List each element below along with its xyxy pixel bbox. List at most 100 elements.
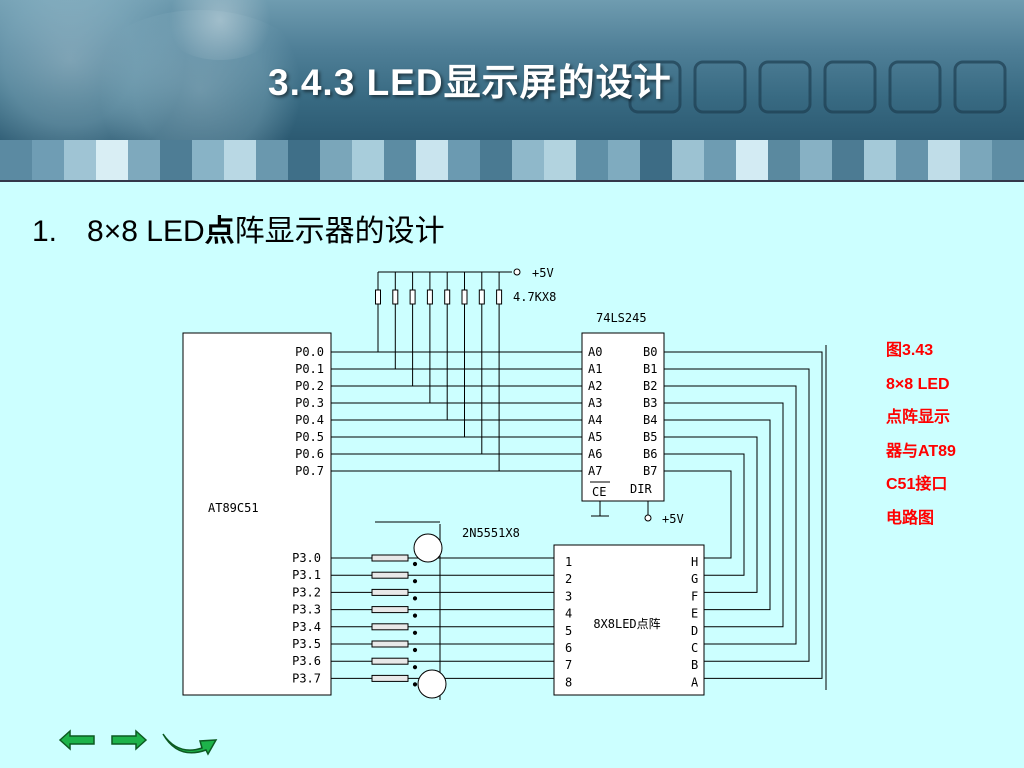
74ls245-pin-label: B5 [643, 430, 657, 444]
at89c51-pin-label: P3.5 [292, 637, 321, 651]
pullup-resistor [375, 289, 381, 305]
header-banner: 3.4.3 LED显示屏的设计 [0, 0, 1024, 140]
return-arrow-icon[interactable] [160, 726, 232, 756]
at89c51-pin-label: P0.6 [295, 447, 324, 461]
transistor-2n5551-icon [417, 669, 447, 699]
caption-line: 8×8 LED [886, 375, 950, 393]
base-resistor [371, 571, 409, 579]
74ls245-pin-label: A0 [588, 345, 602, 359]
right-arrow-icon[interactable] [110, 728, 148, 752]
base-resistor [371, 554, 409, 562]
at89c51-pin-label: P3.6 [292, 654, 321, 668]
at89c51-pin-label: P3.3 [292, 603, 321, 617]
base-resistor [371, 640, 409, 648]
caption-line: 图3.43 [886, 342, 934, 359]
74ls245-pin-label: B1 [643, 362, 657, 376]
header-squares [628, 60, 1007, 114]
base-resistor [371, 606, 409, 614]
at89c51-pin-label: P0.2 [295, 379, 324, 393]
decorative-tile [992, 140, 1024, 180]
led-matrix-row-label: 4 [565, 607, 572, 621]
caption-line: 电路图 [886, 509, 935, 527]
transistor-label: 2N5551X8 [462, 526, 520, 540]
subtitle-text-bold: 点 [204, 215, 235, 248]
led-matrix-row-label: 1 [565, 555, 572, 569]
pullup-resistor [426, 289, 433, 305]
decorative-tile [288, 140, 320, 180]
decorative-tile [160, 140, 192, 180]
junction-dot [412, 596, 418, 601]
pullup-resistor [496, 289, 503, 305]
decorative-tile [512, 140, 544, 180]
junction-dot [412, 682, 418, 687]
base-resistor [371, 623, 409, 631]
decorative-tile [736, 140, 768, 180]
decorative-tile [864, 140, 896, 180]
header-divider [0, 180, 1024, 182]
wires [331, 271, 827, 700]
decorative-tile [480, 140, 512, 180]
led-matrix-row-label: 6 [565, 641, 572, 655]
decorative-tile [960, 140, 992, 180]
column-wire [664, 402, 784, 628]
at89c51-pin-label: P0.1 [295, 362, 324, 376]
74ls245-dir-label: DIR [630, 482, 652, 496]
decorative-tile [320, 140, 352, 180]
74ls245-pin-label: A4 [588, 413, 602, 427]
decorative-tile [544, 140, 576, 180]
led-matrix-row-label: 2 [565, 572, 572, 586]
decorative-tile [96, 140, 128, 180]
dir-supply-label: +5V [662, 512, 684, 526]
at89c51-pin-label: P3.4 [292, 620, 321, 634]
pullup-supply-terminal [513, 268, 521, 276]
led-matrix-row-label: 3 [565, 589, 572, 603]
74ls245-pin-label: B7 [643, 464, 657, 478]
led-matrix-col-label: G [691, 572, 698, 586]
decorative-tile [800, 140, 832, 180]
decorative-tile [416, 140, 448, 180]
decorative-tile [768, 140, 800, 180]
led-matrix-col-label: A [691, 675, 699, 689]
led-matrix-label: 8X8LED点阵 [593, 617, 660, 631]
pullup-value-label: 4.7KX8 [513, 290, 556, 304]
at89c51-pin-label: P0.3 [295, 396, 324, 410]
caption-line: 器与AT89 [886, 442, 956, 460]
pullup-resistor [444, 289, 451, 305]
led-matrix-col-label: H [691, 555, 698, 569]
at89c51-pin-label: P0.0 [295, 345, 324, 359]
led-matrix-row-label: 5 [565, 624, 572, 638]
junction-dot [412, 647, 418, 653]
junction-dot [412, 630, 418, 635]
subtitle-text-pre: 8×8 LED [87, 215, 205, 248]
at89c51-pin-label: P0.4 [295, 413, 324, 427]
decorative-tile [0, 140, 32, 180]
led-matrix-row-label: 7 [565, 658, 572, 672]
74ls245-pin-label: A3 [588, 396, 602, 410]
column-wire [664, 385, 797, 645]
at89c51-pin-label: P3.2 [292, 585, 321, 599]
led-matrix-col-label: E [691, 607, 698, 621]
decorative-tile-strip [0, 140, 1024, 180]
column-wire [664, 419, 771, 611]
74ls245-pin-label: A1 [588, 362, 602, 376]
column-wire [664, 453, 745, 576]
74ls245-label: 74LS245 [596, 311, 647, 325]
at89c51-pin-label: P0.7 [295, 464, 324, 478]
junction-dot [412, 613, 418, 618]
at89c51-pin-label: P3.0 [292, 551, 321, 565]
74ls245-pin-label: A6 [588, 447, 602, 461]
74ls245-pin-label: B0 [643, 345, 657, 359]
decorative-tile [384, 140, 416, 180]
base-resistor [371, 674, 409, 682]
decorative-tile [64, 140, 96, 180]
decorative-tile [832, 140, 864, 180]
left-arrow-icon[interactable] [58, 728, 96, 752]
header-decoration [80, 10, 320, 140]
decorative-tile [256, 140, 288, 180]
caption-line: 点阵显示 [886, 409, 951, 426]
decorative-tile [928, 140, 960, 180]
base-resistor [371, 657, 409, 665]
decorative-tile [704, 140, 736, 180]
led-matrix-col-label: F [691, 589, 698, 603]
